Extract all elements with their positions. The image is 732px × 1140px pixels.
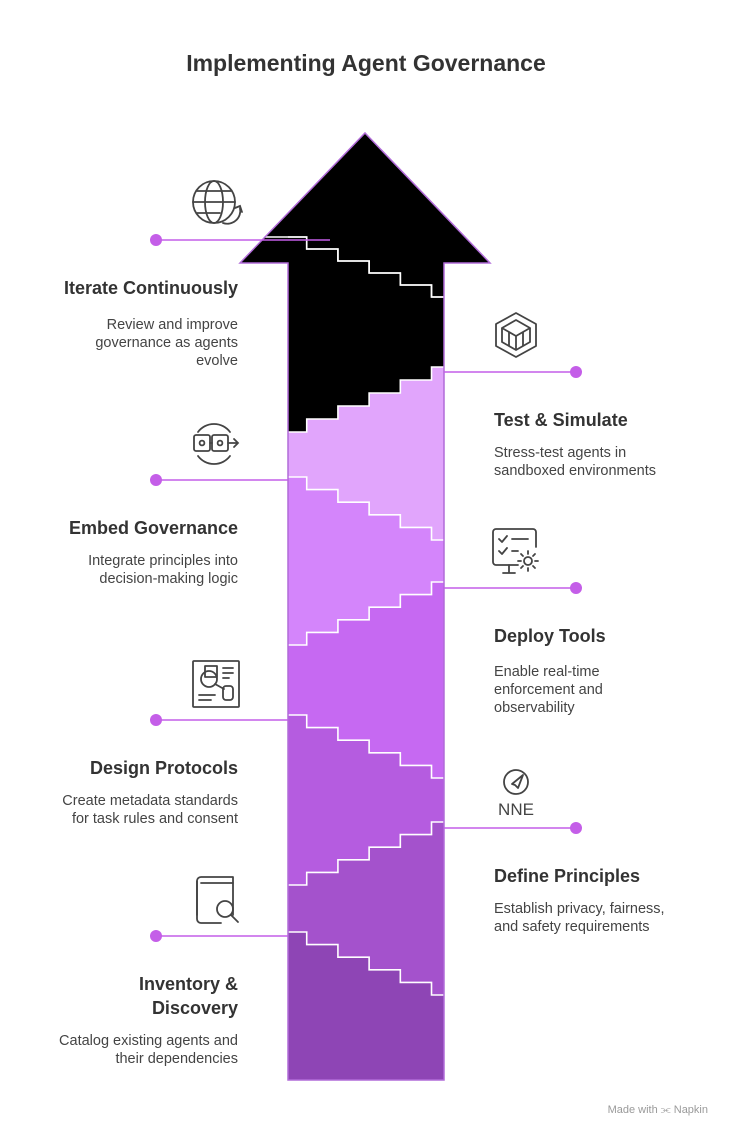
arrow-bands <box>240 133 490 1080</box>
connector-dot <box>570 582 582 594</box>
stair-edge <box>288 366 444 433</box>
step-inventory-heading-line: Inventory & <box>138 974 238 994</box>
compass-nne-icon: NNE <box>498 769 534 819</box>
connector-dot <box>150 234 162 246</box>
step-inventory-heading-line: Discovery <box>151 998 238 1018</box>
band-iterate <box>240 133 490 432</box>
step-test-desc-line: sandboxed environments <box>494 463 657 479</box>
step-design-desc-line: for task rules and consent <box>71 811 238 827</box>
band-deploy <box>288 582 444 778</box>
band-embed <box>288 477 444 645</box>
step-inventory-desc-line: Catalog existing agents and <box>59 1033 238 1049</box>
compass-nne-label: NNE <box>498 800 534 819</box>
monitor-gear-icon <box>492 528 539 574</box>
connector-embed <box>150 474 288 486</box>
step-inventory-desc-line: their dependencies <box>115 1051 238 1067</box>
footer-label: Made with <box>607 1104 658 1116</box>
step-design-desc-line: Create metadata standards <box>62 793 238 809</box>
arrow-stairs <box>240 236 444 996</box>
step-embed-desc-line: Integrate principles into <box>88 553 238 569</box>
step-embed-description: Integrate principles into decision-makin… <box>20 552 238 588</box>
connector-iterate <box>150 234 330 246</box>
step-deploy-desc-line: enforcement and <box>494 682 603 698</box>
stair-edge <box>288 714 444 779</box>
step-inventory-description: Catalog existing agents and their depend… <box>20 1032 238 1068</box>
diagram-title: Implementing Agent Governance <box>186 50 546 76</box>
connector-dot <box>150 714 162 726</box>
globe-refresh-icon <box>192 180 243 225</box>
band-design <box>288 715 444 885</box>
connector-dot <box>150 474 162 486</box>
step-test-desc-line: Stress-test agents in <box>494 445 627 461</box>
connector-inventory <box>150 930 288 942</box>
connector-design <box>150 714 288 726</box>
stair-edge <box>240 236 444 298</box>
step-design-heading: Design Protocols <box>89 758 238 778</box>
stair-edge <box>288 821 444 886</box>
step-define-desc-line: and safety requirements <box>494 919 650 935</box>
step-deploy-heading: Deploy Tools <box>494 626 606 646</box>
connector-cycle-icon <box>193 423 240 465</box>
stair-edge <box>288 581 444 646</box>
step-design-description: Create metadata standards for task rules… <box>20 792 238 828</box>
connector-test <box>444 366 582 378</box>
step-define-desc-line: Establish privacy, fairness, <box>494 901 665 917</box>
connector-deploy <box>444 582 582 594</box>
step-connectors <box>150 234 582 942</box>
step-deploy-description: Enable real-time enforcement and observa… <box>494 663 714 717</box>
step-test-description: Stress-test agents in sandboxed environm… <box>494 444 714 480</box>
step-deploy-desc-line: Enable real-time <box>494 664 600 680</box>
protocol-document-icon <box>192 660 240 708</box>
connector-dot <box>570 366 582 378</box>
arrow-outline <box>238 131 492 1081</box>
step-deploy-desc-line: observability <box>494 700 575 716</box>
step-test-heading: Test & Simulate <box>494 410 628 430</box>
step-define-heading: Define Principles <box>494 866 641 886</box>
step-embed-heading: Embed Governance <box>68 518 238 538</box>
step-iterate-desc-line: Review and improve <box>106 317 238 333</box>
step-define-description: Establish privacy, fairness, and safety … <box>494 900 714 936</box>
connector-dot <box>570 822 582 834</box>
sandbox-cube-icon <box>495 312 537 358</box>
book-search-icon <box>196 876 239 924</box>
band-test <box>288 367 444 540</box>
band-inventory <box>288 932 444 1080</box>
footer-brand: Napkin <box>673 1104 708 1116</box>
step-embed-desc-line: decision-making logic <box>99 571 238 587</box>
connector-define <box>444 822 582 834</box>
step-iterate-desc-line: evolve <box>196 353 238 369</box>
band-define <box>288 822 444 995</box>
stair-edge <box>288 476 444 541</box>
step-inventory-heading: Inventory & Discovery <box>20 972 238 1020</box>
step-iterate-desc-line: governance as agents <box>95 335 238 351</box>
napkin-logo-icon: ⫘ <box>660 1104 671 1116</box>
step-iterate-heading: Iterate Continuously <box>63 278 238 298</box>
stair-edge <box>288 931 444 996</box>
connector-dot <box>150 930 162 942</box>
napkin-watermark: Made with ⫘ Napkin <box>608 1104 708 1117</box>
step-iterate-description: Review and improve governance as agents … <box>20 316 238 370</box>
